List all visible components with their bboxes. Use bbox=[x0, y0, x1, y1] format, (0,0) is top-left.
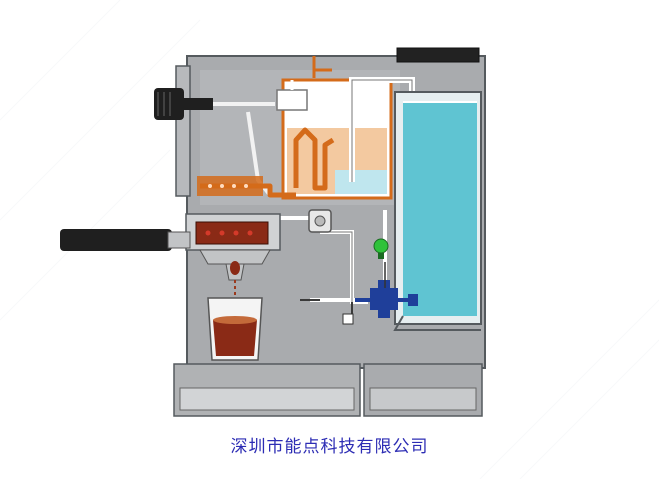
portafilter bbox=[60, 229, 271, 281]
pump-cap bbox=[408, 294, 418, 306]
heating-element-dots bbox=[208, 184, 248, 188]
pipe-outline bbox=[320, 231, 353, 302]
boiler bbox=[276, 56, 393, 200]
water-pump bbox=[355, 280, 418, 318]
steam-wand-outline bbox=[351, 79, 413, 182]
espresso-cup bbox=[207, 297, 263, 361]
boiler-cap bbox=[276, 89, 308, 111]
front-column bbox=[175, 65, 191, 197]
drip-tray bbox=[173, 363, 483, 417]
water-tank bbox=[393, 91, 482, 331]
group-head bbox=[185, 213, 281, 251]
heating-element-tube bbox=[197, 176, 263, 196]
base-right-panel bbox=[369, 387, 477, 411]
company-caption: 深圳市能点科技有限公司 bbox=[230, 437, 429, 457]
three-way-valve bbox=[308, 209, 332, 233]
portafilter-handle bbox=[60, 229, 172, 251]
steam-knob-grip bbox=[154, 88, 184, 120]
portafilter-neck bbox=[167, 231, 191, 249]
coffee-drops bbox=[205, 230, 253, 236]
drip-tray-grate bbox=[179, 387, 355, 411]
cup-coffee bbox=[213, 320, 257, 356]
coffee-basket bbox=[195, 221, 269, 245]
power-indicator-light bbox=[373, 238, 389, 288]
portafilter-cup bbox=[199, 249, 271, 265]
top-lid bbox=[396, 47, 480, 63]
boiler-water-blue bbox=[335, 170, 387, 194]
water-tank-water bbox=[403, 102, 477, 316]
steam-knob-shaft bbox=[183, 98, 213, 110]
power-plug bbox=[342, 313, 354, 325]
steam-knob bbox=[154, 88, 213, 120]
